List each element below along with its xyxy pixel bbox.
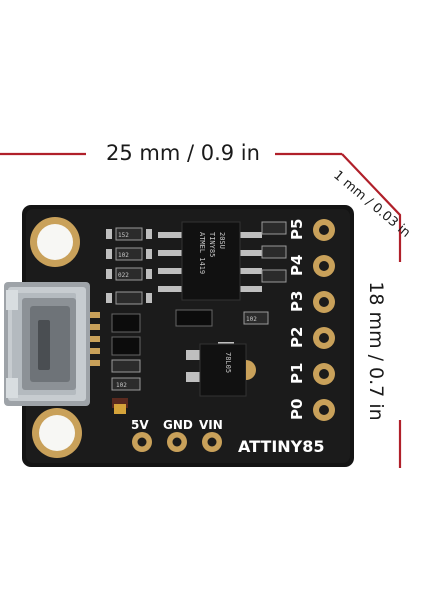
pin-label-p0: P0: [288, 399, 306, 420]
voltage-regulator: [186, 342, 256, 397]
height-dimension-label: 18 mm / 0.7 in: [365, 281, 387, 421]
pin-label-p1: P1: [288, 363, 306, 384]
right-components: [175, 221, 287, 327]
mounting-hole-bottom: [32, 408, 82, 458]
mounting-hole-top: [30, 217, 80, 267]
pin-label-p4: P4: [288, 255, 306, 276]
power-label-5v: 5V: [131, 418, 149, 432]
power-label-gnd: GND: [163, 418, 193, 432]
micro-usb-connector: [4, 282, 90, 406]
resistor-label-1: 152: [118, 232, 129, 239]
mcu-chip: [158, 221, 262, 301]
resistor-label-4: 102: [246, 316, 257, 323]
regulator-text: 78L05: [224, 352, 232, 373]
width-dimension-label: 25 mm / 0.9 in: [106, 141, 260, 165]
resistor-label-2: 102: [118, 252, 129, 259]
left-components: [106, 227, 152, 408]
mcu-text-line-2: TINY85: [208, 232, 216, 257]
resistor-label-5: 102: [116, 382, 127, 389]
depth-line: [341, 153, 402, 245]
mcu-text-line-1: ATMEL 1419: [198, 232, 206, 274]
board-name: ATTINY85: [238, 437, 325, 456]
power-label-vin: VIN: [199, 418, 223, 432]
power-led: [114, 404, 126, 414]
pin-label-p2: P2: [288, 327, 306, 348]
pcb-board: P5 P4 P3 P2 P1 P0 5V GND VIN ATTINY85 AT…: [4, 205, 354, 467]
usb-pins: [90, 312, 100, 366]
power-header: [132, 432, 222, 452]
pin-label-p5: P5: [288, 219, 306, 240]
dimension-lines: [0, 152, 402, 468]
resistor-label-3: 022: [118, 272, 129, 279]
pin-header: [313, 219, 335, 421]
mcu-text-line-3: 20SU: [218, 232, 226, 249]
pin-label-p3: P3: [288, 291, 306, 312]
